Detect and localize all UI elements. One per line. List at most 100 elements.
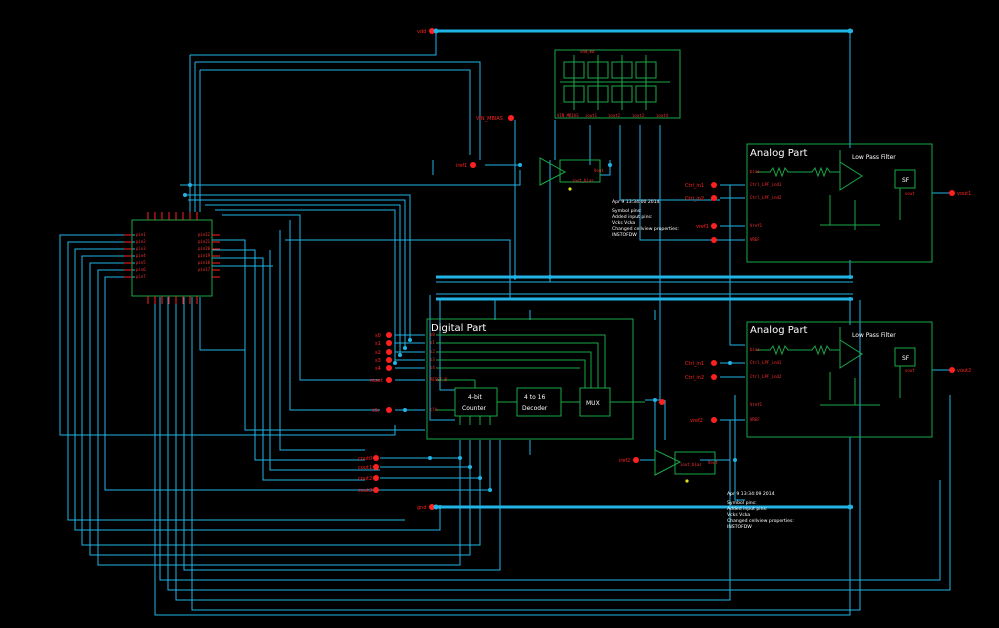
pin-s1: s1 [375,341,381,347]
pin-s4: s4 [375,366,381,372]
pin-cout1: cout1 [358,465,372,471]
pin-ctrl2-in2: Ctrl_in2 [685,375,704,381]
sf-1-label: SF [902,177,910,184]
svg-text:Added input pins:: Added input pins: [612,214,653,220]
decoder-label-1: 4 to 16 [524,394,545,401]
analog-part-2-title: Analog Part [750,325,808,336]
svg-text:Symbol pins:: Symbol pins: [612,208,642,214]
pin-clk: clk [372,408,379,414]
pin-reset: reset [370,378,383,384]
analog-part-1[interactable]: Analog Part Low Pass Filter SF bias Ctrl… [746,143,933,263]
pin-iref2: iref2 [619,458,630,464]
opamp-2[interactable]: iout_bias Vout [654,449,718,483]
svg-text:Apr 9 13:34:00 2014: Apr 9 13:34:00 2014 [612,199,660,205]
svg-text:s3: s3 [430,357,435,362]
svg-text:vout: vout [905,368,915,373]
svg-text:Vcks Vcka: Vcks Vcka [727,512,750,518]
svg-text:s4: s4 [430,365,435,370]
pin-vref1: vref1 [696,224,709,230]
counter-label-1: 4-bit [468,394,482,401]
svg-text:Symbol pins:: Symbol pins: [727,500,757,506]
svg-text:Ctrl_LPF_ind2: Ctrl_LPF_ind2 [750,374,782,379]
svg-text:clk: clk [430,407,438,412]
note-1: Apr 9 13:34:00 2014 Symbol pins: Added i… [612,199,679,238]
analog-part-1-title: Analog Part [750,148,808,159]
pin-ctrl1-in1: Ctrl_in1 [685,183,704,189]
note-2: Apr 9 13:34:09 2014 Symbol pins: Added i… [727,491,794,530]
decoder-label-2: Decoder [522,405,548,412]
svg-text:pin7: pin7 [136,274,146,279]
svg-text:Vout: Vout [708,460,718,465]
pin-out1: vout1 [957,191,971,197]
svg-text:bias: bias [750,169,760,174]
svg-text:pin20: pin20 [198,246,211,251]
chip-package[interactable]: pin1 pin2 pin3 pin4 pin5 pin6 pin7 pin22… [124,212,220,304]
pin-ctrl1-in2: Ctrl_in2 [685,196,704,202]
svg-text:vout: vout [905,191,915,196]
mux-block[interactable]: MUX [579,387,611,417]
svg-text:pin3: pin3 [136,246,146,251]
pin-s2: s2 [375,350,381,356]
svg-text:Added input pins:: Added input pins: [727,506,768,512]
digital-part[interactable]: Digital Part 4-bit Counter 4 to 16 Decod… [426,318,645,440]
svg-text:Ctrl_LPF_ind2: Ctrl_LPF_ind2 [750,195,782,200]
lpf-1-title: Low Pass Filter [852,154,896,161]
svg-text:iout_bias: iout_bias [572,178,594,183]
svg-text:s0: s0 [430,332,435,337]
decoder-block[interactable]: 4 to 16 Decoder [516,387,562,417]
mux-label: MUX [586,400,600,407]
pin-cout3: cout3 [358,488,372,494]
counter-block[interactable]: 4-bit Counter [454,387,498,417]
svg-text:Vcks Vcka: Vcks Vcka [612,220,635,226]
svg-text:Apr 9 13:34:09 2014: Apr 9 13:34:09 2014 [727,491,775,497]
svg-text:INSTOFDW: INSTOFDW [612,232,637,238]
svg-text:iout2: iout2 [608,113,621,118]
svg-text:s1: s1 [430,340,435,345]
svg-text:pin17: pin17 [198,267,211,272]
svg-text:pin1: pin1 [136,232,146,237]
svg-text:iout_bias: iout_bias [680,462,702,467]
junction-dots [183,28,853,510]
svg-text:VREF: VREF [750,417,760,422]
svg-text:pin4: pin4 [136,253,146,258]
pin-vdd: vdd [417,29,426,35]
svg-text:bias: bias [750,347,760,352]
wires [59,31,951,616]
svg-text:pin6: pin6 [136,267,146,272]
svg-text:pin18: pin18 [198,260,211,265]
svg-text:vdd_mb: vdd_mb [580,49,595,54]
svg-text:pin22: pin22 [198,232,211,237]
pin-vin-mbias: VIN_MBIAS [476,116,503,122]
svg-text:iout4: iout4 [656,113,669,118]
sf-2-label: SF [902,355,910,362]
svg-text:VREF: VREF [750,237,760,242]
lpf-2-title: Low Pass Filter [852,332,896,339]
svg-text:Vout: Vout [594,168,604,173]
pin-cout0: cout0 [358,456,372,462]
svg-text:VIN_MBIAS: VIN_MBIAS [557,113,579,118]
svg-text:Ctrl_LPF_ind1: Ctrl_LPF_ind1 [750,360,782,365]
counter-label-2: Counter [462,405,487,412]
io-pins: vdd gnd VIN_MBIAS iref1 iref2 vout1 vout… [358,28,971,511]
analog-part-2[interactable]: Analog Part Low Pass Filter SF bias Ctrl… [746,321,933,438]
svg-text:Changed cellview properties:: Changed cellview properties: [727,518,794,524]
pin-gnd: gnd [417,505,427,511]
pin-cout2: cout2 [358,476,372,482]
power-buses [436,29,853,509]
opamp-1[interactable]: iout_bias Vout [539,157,604,191]
svg-text:Changed cellview properties:: Changed cellview properties: [612,226,679,232]
svg-text:INSTOFDW: INSTOFDW [727,524,752,530]
svg-text:iout3: iout3 [632,113,645,118]
pin-out2: vout2 [957,368,971,374]
digital-part-title: Digital Part [431,323,486,334]
svg-text:iout1: iout1 [585,113,598,118]
bias-mirror-block[interactable]: vdd_mb VIN_MBIAS iout1 iout2 iout3 iout4 [554,49,681,119]
svg-text:pin2: pin2 [136,239,146,244]
svg-text:pin21: pin21 [198,239,211,244]
svg-text:s2: s2 [430,349,435,354]
svg-text:pin5: pin5 [136,260,146,265]
svg-text:Vref1: Vref1 [750,402,763,407]
svg-text:pin19: pin19 [198,253,211,258]
pin-s0: s0 [375,333,381,339]
